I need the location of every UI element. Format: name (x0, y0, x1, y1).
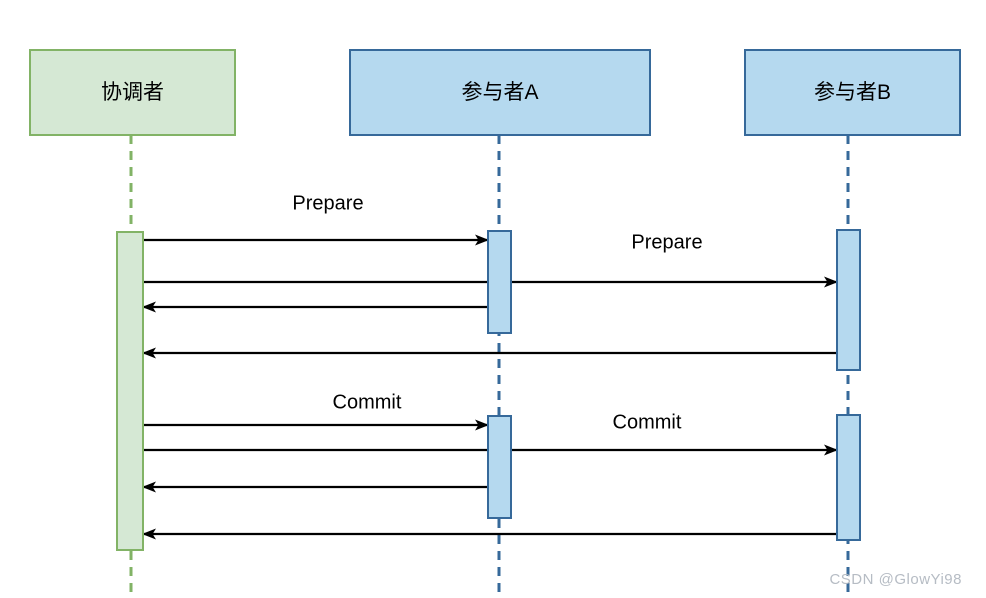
lifeline-box-participant-b[interactable] (744, 49, 961, 136)
message-label-prepare-b: Prepare (631, 231, 702, 253)
lifeline-title-participant-a: 参与者A (461, 81, 538, 104)
activations-layer (116, 229, 861, 551)
lifeline-participant-a: 参与者A (349, 49, 651, 592)
message-label-prepare-a: Prepare (292, 192, 363, 214)
lifeline-box-coordinator[interactable] (29, 49, 236, 136)
activation-bar-coordinator-1 (116, 231, 144, 551)
activation-bar-participant-a-2 (487, 415, 512, 519)
lifeline-coordinator: 协调者 (29, 49, 236, 592)
watermark-label: CSDN @GlowYi98 (829, 571, 962, 588)
activation-bar-participant-b-2 (836, 414, 861, 541)
lifeline-title-participant-b: 参与者B (814, 81, 891, 104)
activation-bar-participant-a-1 (487, 230, 512, 334)
lifeline-box-participant-a[interactable] (349, 49, 651, 136)
activation-bar-participant-b-1 (836, 229, 861, 371)
message-label-commit-a: Commit (333, 391, 402, 413)
message-label-commit-b: Commit (613, 411, 682, 433)
lifeline-title-coordinator: 协调者 (101, 81, 164, 104)
